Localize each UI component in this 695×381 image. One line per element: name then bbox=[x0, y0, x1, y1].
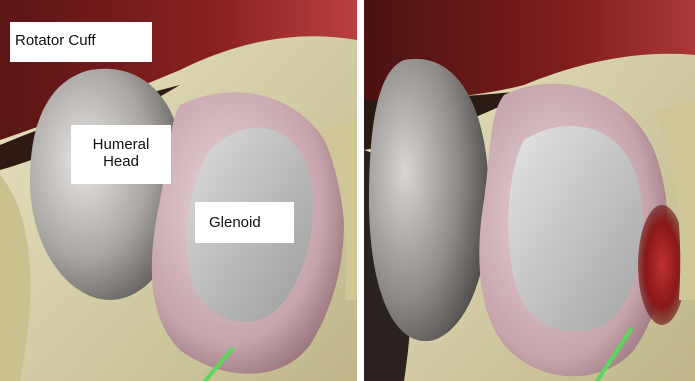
humeral-head-bone-right bbox=[369, 59, 489, 341]
humeral-label-line2: Head bbox=[71, 153, 171, 170]
humeral-label-line1: Humeral bbox=[71, 136, 171, 153]
humeral-head-label: Humeral Head bbox=[71, 125, 171, 184]
right-anatomy-drawing bbox=[364, 0, 695, 381]
rotator-cuff-label: Rotator Cuff bbox=[10, 22, 152, 62]
labral-tear bbox=[638, 205, 686, 325]
glenoid-label: Glenoid bbox=[195, 202, 294, 243]
glenoid-cartilage-right bbox=[508, 126, 642, 332]
left-shoulder-illustration: Rotator Cuff Humeral Head Glenoid bbox=[0, 0, 357, 381]
right-shoulder-illustration bbox=[364, 0, 695, 381]
